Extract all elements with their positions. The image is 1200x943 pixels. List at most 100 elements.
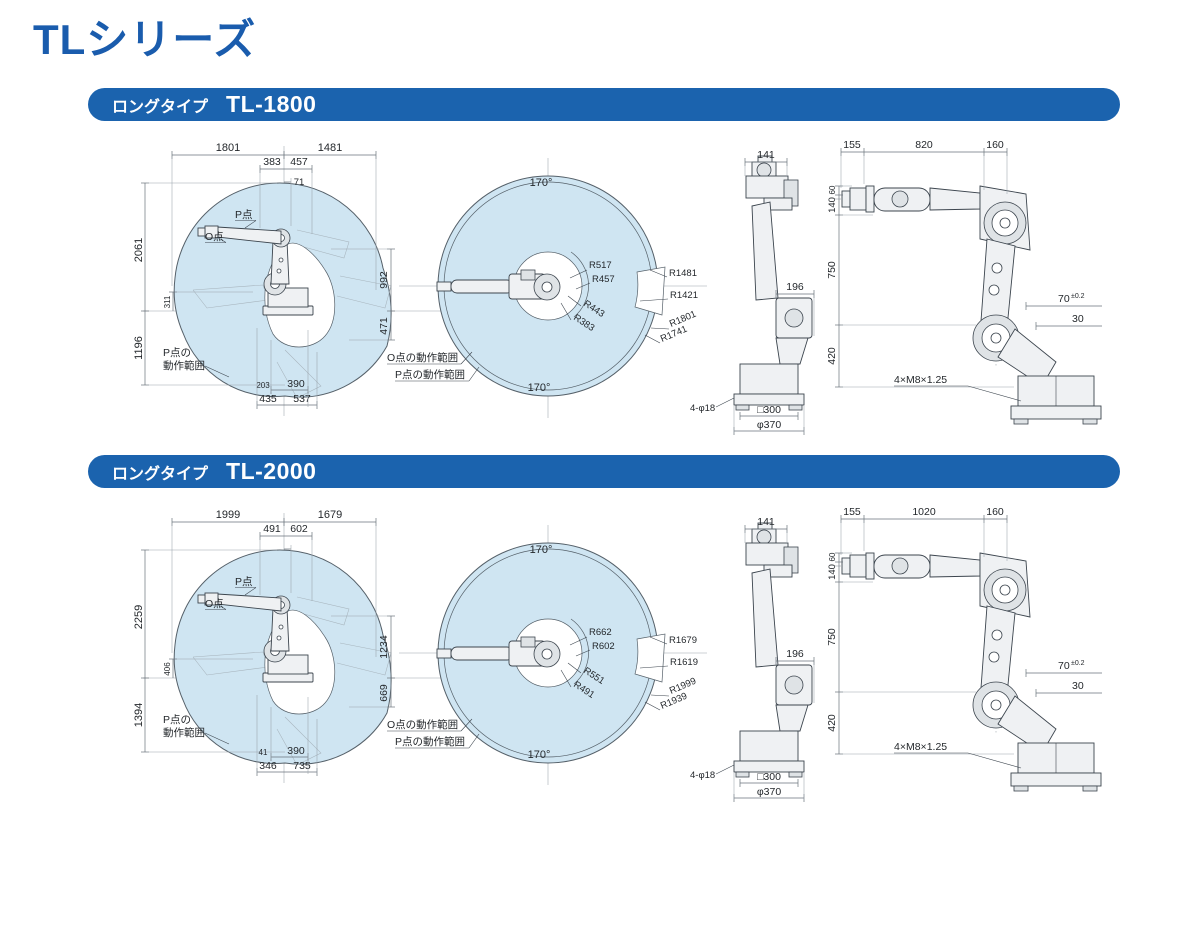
robot-front-illustration (733, 155, 813, 411)
dim-label: 383 (263, 156, 281, 168)
angle-label: 170° (530, 544, 553, 556)
p-range-label: P点の動作範囲 (395, 368, 465, 381)
dim-label: 390 (287, 745, 305, 757)
top-view-diagram: 170° 170° R517 R457 R443 R383 R1481 R142… (387, 158, 707, 418)
dim-label: 60 (828, 552, 837, 561)
diameter-label: φ370 (757, 786, 781, 798)
angle-label: 170° (528, 382, 551, 394)
dim-label: 2061 (133, 238, 145, 262)
front-view-diagram: 141 196 4-φ18 □300 φ370 (690, 516, 815, 802)
dim-label: 537 (293, 393, 311, 405)
robot-illustration (197, 592, 314, 683)
dim-label: 346 (259, 760, 277, 772)
flange-dim-label: 70 (1058, 293, 1070, 305)
robot-top-illustration (436, 636, 561, 668)
dimension-annotations: 1801 1481 383 457 71 2061 1196 (133, 142, 395, 409)
side-envelope-diagram: P点 O点 1801 1481 383 457 (133, 142, 467, 416)
o-range-label: O点の動作範囲 (387, 718, 458, 731)
dimension-annotations: 155 820 160 60 140 750 420 (826, 139, 1102, 402)
dim-label: 1999 (216, 509, 240, 521)
point-labels: P点 O点 (205, 209, 257, 243)
radius-label: R457 (592, 274, 615, 285)
dim-label: 196 (786, 281, 804, 293)
range-label: P点の (163, 347, 191, 359)
angle-label: 170° (530, 177, 553, 189)
dim-label: 1801 (216, 142, 240, 154)
dim-label: 203 (256, 381, 270, 390)
dim-label: 41 (259, 748, 268, 757)
dim-label: 155 (843, 506, 861, 518)
radius-label: R662 (589, 627, 612, 638)
section-model-name: TL-1800 (226, 91, 317, 117)
dim-label: 471 (378, 317, 390, 335)
dim-label: 820 (915, 139, 933, 151)
model-section: ロングタイプ TL-1800 (0, 88, 1200, 458)
dim-label: 669 (378, 684, 390, 702)
top-view-diagram: 170° 170° R662 R602 R551 R491 R1679 R161… (387, 525, 707, 785)
dim-label: 420 (826, 347, 838, 365)
dim-label: 196 (786, 648, 804, 660)
p-range-label: P点の 動作範囲 (163, 347, 230, 378)
range-label: 動作範囲 (163, 726, 205, 739)
dim-label: 750 (826, 261, 838, 279)
range-label: 動作範囲 (163, 359, 205, 372)
dim-label: 30 (1072, 313, 1084, 325)
dim-label: 390 (287, 378, 305, 390)
dim-label: 1394 (133, 703, 145, 727)
dim-label: 992 (378, 271, 390, 289)
radius-label: R602 (592, 641, 615, 652)
dim-label: 491 (263, 523, 281, 535)
dim-label: 1679 (318, 509, 342, 521)
section-type-label: ロングタイプ (112, 98, 209, 116)
flange-dim-label: 70 (1058, 660, 1070, 672)
dim-label: 1481 (318, 142, 342, 154)
range-notch (634, 633, 666, 683)
range-notch (634, 266, 666, 316)
radius-label: R1481 (669, 268, 697, 279)
dim-label: 1196 (133, 336, 145, 360)
radius-label: R517 (589, 260, 612, 271)
dim-label: 602 (290, 523, 308, 535)
dim-label: 406 (163, 662, 172, 676)
dim-label: 30 (1072, 680, 1084, 692)
dim-label: 160 (986, 139, 1004, 151)
robot-arm-illustration (841, 185, 1102, 425)
side-envelope-diagram: P点 O点 1999 1679 491 602 (133, 509, 467, 783)
holes-label: 4-φ18 (690, 403, 715, 414)
diameter-label: φ370 (757, 419, 781, 431)
range-labels: O点の動作範囲 P点の動作範囲 (387, 351, 480, 382)
square-dim-label: □300 (757, 404, 781, 416)
dim-label: 141 (757, 516, 775, 528)
dim-label: 160 (986, 506, 1004, 518)
dim-label: 735 (293, 760, 311, 772)
radius-label: R1679 (669, 635, 697, 646)
flange-tolerance-label: ±0.2 (1071, 293, 1085, 300)
radius-label: R1421 (670, 290, 698, 301)
dim-label: 140 (827, 197, 838, 213)
dim-label: 141 (757, 149, 775, 161)
bolt-spec-label: 4×M8×1.25 (894, 374, 947, 386)
dim-label: 71 (294, 177, 305, 188)
dim-label: 155 (843, 139, 861, 151)
angle-label: 170° (528, 749, 551, 761)
range-labels: O点の動作範囲 P点の動作範囲 (387, 718, 480, 749)
section-header-bar: ロングタイプ TL-2000 (88, 455, 1120, 488)
dimension-annotations: 141 196 4-φ18 □300 φ370 (690, 516, 815, 802)
p-range-label: P点の動作範囲 (395, 735, 465, 748)
dim-label: 140 (827, 564, 838, 580)
arm-side-view-diagram: 155 1020 160 60 140 750 420 (826, 506, 1102, 792)
dimension-annotations: 155 1020 160 60 140 750 420 (826, 506, 1102, 769)
section-type-label: ロングタイプ (112, 465, 209, 483)
dimension-annotations: 1999 1679 491 602 2259 1394 (133, 509, 395, 776)
dim-label: 60 (828, 185, 837, 194)
robot-front-illustration (733, 522, 813, 778)
point-labels: P点 O点 (205, 576, 257, 610)
o-point-label: O点 (205, 231, 224, 243)
radius-label: R1619 (670, 657, 698, 668)
model-section: ロングタイプ TL-2000 (0, 455, 1200, 825)
o-point-label: O点 (205, 598, 224, 610)
section-model-name: TL-2000 (226, 458, 317, 484)
section-header-bar: ロングタイプ TL-1800 (88, 88, 1120, 121)
p-point-label: P点 (235, 209, 253, 221)
dim-label: 750 (826, 628, 838, 646)
